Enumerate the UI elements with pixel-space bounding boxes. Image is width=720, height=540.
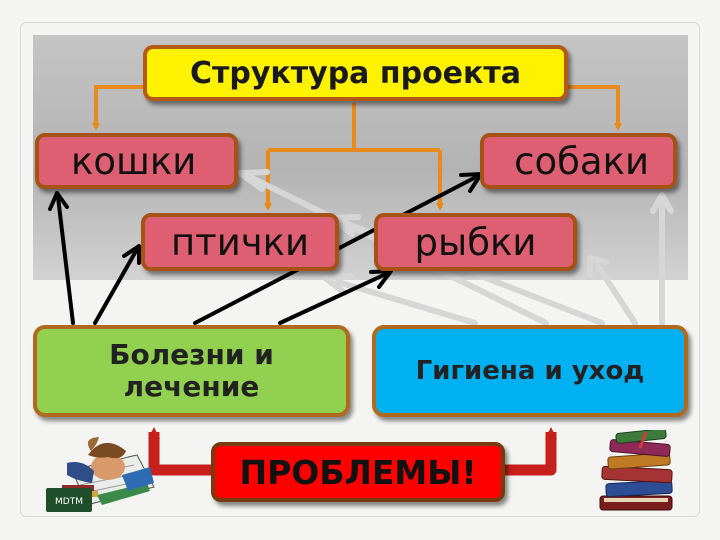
node-fish: рыбки bbox=[374, 213, 577, 271]
black-arrow-to-cats bbox=[56, 195, 75, 325]
title-text: Структура проекта bbox=[189, 55, 522, 91]
birds-label: птички bbox=[170, 220, 310, 264]
dogs-label: собаки bbox=[514, 139, 649, 183]
node-dogs: собаки bbox=[480, 133, 677, 189]
black-arrowhead-birds bbox=[122, 244, 141, 265]
gray-arrow-to-fish bbox=[335, 279, 478, 326]
title-connectors bbox=[92, 85, 622, 211]
fish-label: рыбки bbox=[414, 220, 537, 264]
connector-title-dogs bbox=[566, 85, 622, 131]
gray-arrow-to-fish-right bbox=[595, 263, 638, 326]
diseases-label-line1: Болезни и bbox=[109, 337, 274, 371]
project-structure-title: Структура проекта bbox=[143, 45, 568, 101]
book-stack-icon bbox=[599, 430, 673, 511]
slide-frame bbox=[20, 22, 700, 517]
problems-label: ПРОБЛЕМЫ! bbox=[239, 452, 477, 492]
diseases-label-line2: лечение bbox=[123, 370, 260, 403]
node-cats: кошки bbox=[35, 133, 238, 189]
node-diseases-treatment: Болезни и лечение bbox=[33, 325, 350, 417]
connector-title-cats bbox=[92, 85, 146, 131]
node-hygiene-care: Гигиена и уход bbox=[372, 325, 688, 417]
black-arrow-to-fish bbox=[278, 271, 390, 325]
cats-label: кошки bbox=[71, 139, 197, 183]
reading-student-icon: MDTM bbox=[46, 437, 155, 512]
black-arrowhead-cats bbox=[48, 191, 69, 211]
gray-arrowhead-cats bbox=[237, 169, 270, 192]
gray-arrowhead-fish bbox=[322, 273, 354, 296]
black-arrowhead-fish bbox=[369, 269, 393, 289]
gray-arrowhead-fish-right bbox=[587, 255, 609, 278]
red-arrow-to-diseases bbox=[148, 427, 212, 476]
red-arrow-to-hygiene bbox=[503, 427, 557, 476]
hygiene-label: Гигиена и уход bbox=[415, 356, 645, 386]
clipart-badge: MDTM bbox=[55, 497, 83, 507]
gray-arrowhead-dogs bbox=[650, 192, 674, 214]
node-birds: птички bbox=[141, 213, 339, 271]
node-problems: ПРОБЛЕМЫ! bbox=[211, 442, 505, 502]
black-arrow-to-birds bbox=[93, 249, 138, 325]
